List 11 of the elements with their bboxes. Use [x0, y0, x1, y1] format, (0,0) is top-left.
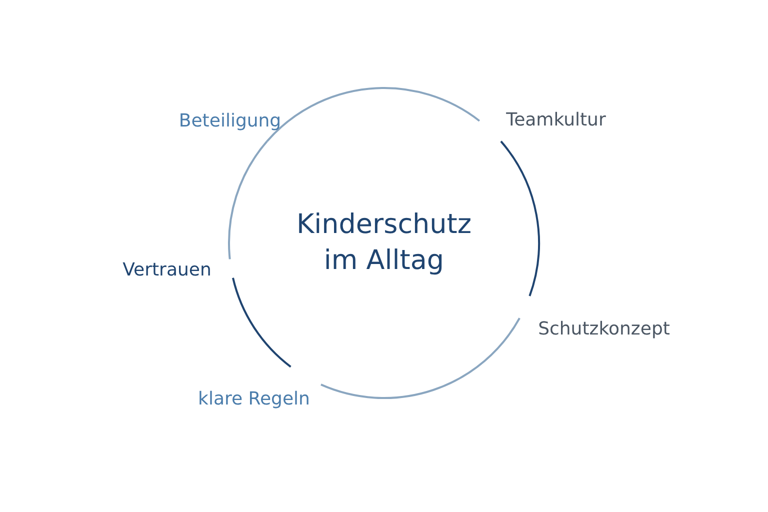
cycle-label: Schutzkonzept [538, 318, 670, 340]
cycle-label: klare Regeln [198, 388, 310, 410]
cycle-label: Teamkultur [506, 110, 606, 130]
cycle-label: Vertrauen [122, 260, 212, 280]
connector-arc [232, 278, 292, 368]
connector-arc [266, 87, 480, 142]
connector-arc [500, 140, 540, 296]
cycle-label: Beteiligung [178, 110, 282, 132]
connector-arc [228, 140, 268, 260]
center-title: Kinderschutz im Alltag [295, 208, 473, 278]
connector-arc [320, 318, 520, 399]
